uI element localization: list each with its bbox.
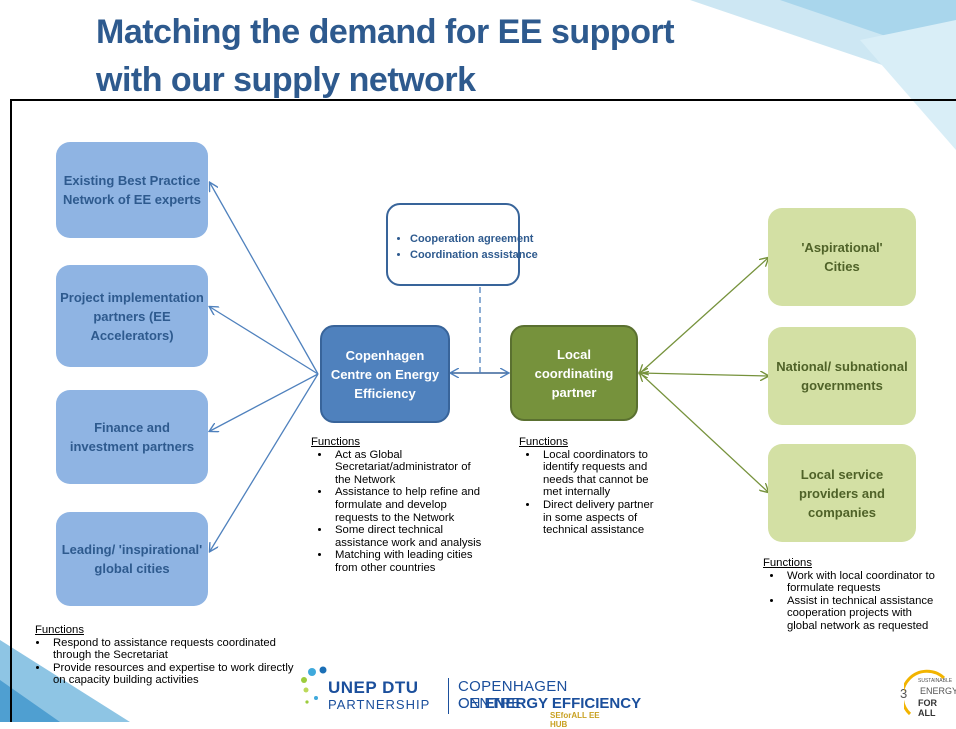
function-item: Direct delivery partner in some aspects … [539, 499, 661, 537]
box-best-practice-network: Existing Best Practice Network of EE exp… [56, 142, 208, 238]
functions-heading: Functions [35, 624, 84, 636]
arrow-to-service-providers [640, 373, 768, 492]
box-label: Local coordinating partner [534, 346, 614, 400]
functions-heading: Functions [763, 557, 812, 569]
function-item: Assistance to help refine and formulate … [331, 486, 489, 524]
box-label: Existing Best Practice Network of EE exp… [63, 173, 201, 207]
function-item: Respond to assistance requests coordinat… [49, 637, 297, 662]
cooperation-item: Coordination assistance [410, 247, 538, 263]
box-label: National/ subnational governments [776, 359, 908, 393]
function-item: Work with local coordinator to formulate… [783, 570, 943, 595]
arrow-to-finance [210, 373, 319, 431]
box-label: Project implementation partners (EE Acce… [60, 289, 204, 343]
box-copenhagen-centre: Copenhagen Centre on Energy Efficiency [320, 325, 450, 423]
cc-line2-bold: ENERGY EFFICIENCY [484, 695, 642, 712]
functions-heading: Functions [311, 436, 360, 448]
unep-line1: UNEP DTU [328, 678, 419, 697]
page-title: Matching the demand for EE support with … [96, 13, 675, 99]
box-label: Leading/ 'inspirational' global cities [61, 542, 203, 576]
box-service-providers: Local service providers and companies [768, 444, 916, 542]
functions-demand: Functions Work with local coordinator to… [763, 557, 943, 633]
unep-dtu-logo: UNEP DTU PARTNERSHIP COPENHAGEN CENTRE O… [298, 664, 641, 729]
function-item: Matching with leading cities from other … [331, 549, 489, 574]
arrow-to-best-practice [210, 183, 319, 375]
functions-supply: Functions Respond to assistance requests… [35, 624, 297, 687]
box-label: Copenhagen Centre on Energy Efficiency [330, 347, 440, 401]
title-divider [10, 99, 956, 101]
sun-arc-icon [904, 669, 946, 716]
cooperation-box: Cooperation agreement Coordination assis… [386, 203, 538, 286]
function-item: Assist in technical assistance cooperati… [783, 595, 943, 633]
se4all-logo: SUSTAINABLE ENERGY FOR ALL [904, 668, 956, 720]
arrow-to-national [640, 373, 768, 376]
arrow-to-aspirational [640, 258, 768, 373]
box-finance-partners: Finance and investment partners [56, 390, 208, 484]
arrow-to-implementation [210, 307, 319, 375]
box-implementation-partners: Project implementation partners (EE Acce… [56, 265, 208, 367]
cc-line1: COPENHAGEN CENTRE [458, 678, 568, 712]
arrow-to-leading-cities [210, 373, 319, 551]
left-border [10, 99, 12, 722]
functions-heading: Functions [519, 436, 568, 448]
box-leading-cities: Leading/ 'inspirational' global cities [56, 512, 208, 606]
function-item: Some direct technical assistance work an… [331, 524, 489, 549]
box-aspirational-cities: 'Aspirational' Cities [768, 208, 916, 306]
logo-divider [448, 678, 449, 714]
se4all-small: SUSTAINABLE [918, 678, 953, 684]
se4all-big: FOR ALL [918, 698, 937, 718]
box-label: 'Aspirational' Cities [801, 240, 883, 274]
cooperation-item: Cooperation agreement [410, 231, 533, 247]
se4all-mid: ENERGY [920, 686, 956, 696]
box-local-partner: Local coordinating partner [510, 325, 638, 421]
dots-icon [301, 666, 327, 704]
function-item: Local coordinators to identify requests … [539, 449, 661, 499]
unep-line2: PARTNERSHIP [328, 697, 431, 712]
cc-line2: ON ENERGY EFFICIENCY [458, 695, 641, 712]
functions-local-partner: Functions Local coordinators to identify… [519, 436, 661, 537]
cc-line2-prefix: ON [458, 695, 485, 712]
box-label: Finance and investment partners [69, 420, 195, 454]
box-national-governments: National/ subnational governments [768, 327, 916, 425]
function-item: Act as Global Secretariat/administrator … [331, 449, 489, 487]
hub-label: SEforALL EE HUB [550, 711, 600, 729]
box-label: Local service providers and companies [799, 466, 885, 520]
function-item: Provide resources and expertise to work … [49, 662, 297, 687]
functions-copenhagen: Functions Act as Global Secretariat/admi… [311, 436, 489, 575]
